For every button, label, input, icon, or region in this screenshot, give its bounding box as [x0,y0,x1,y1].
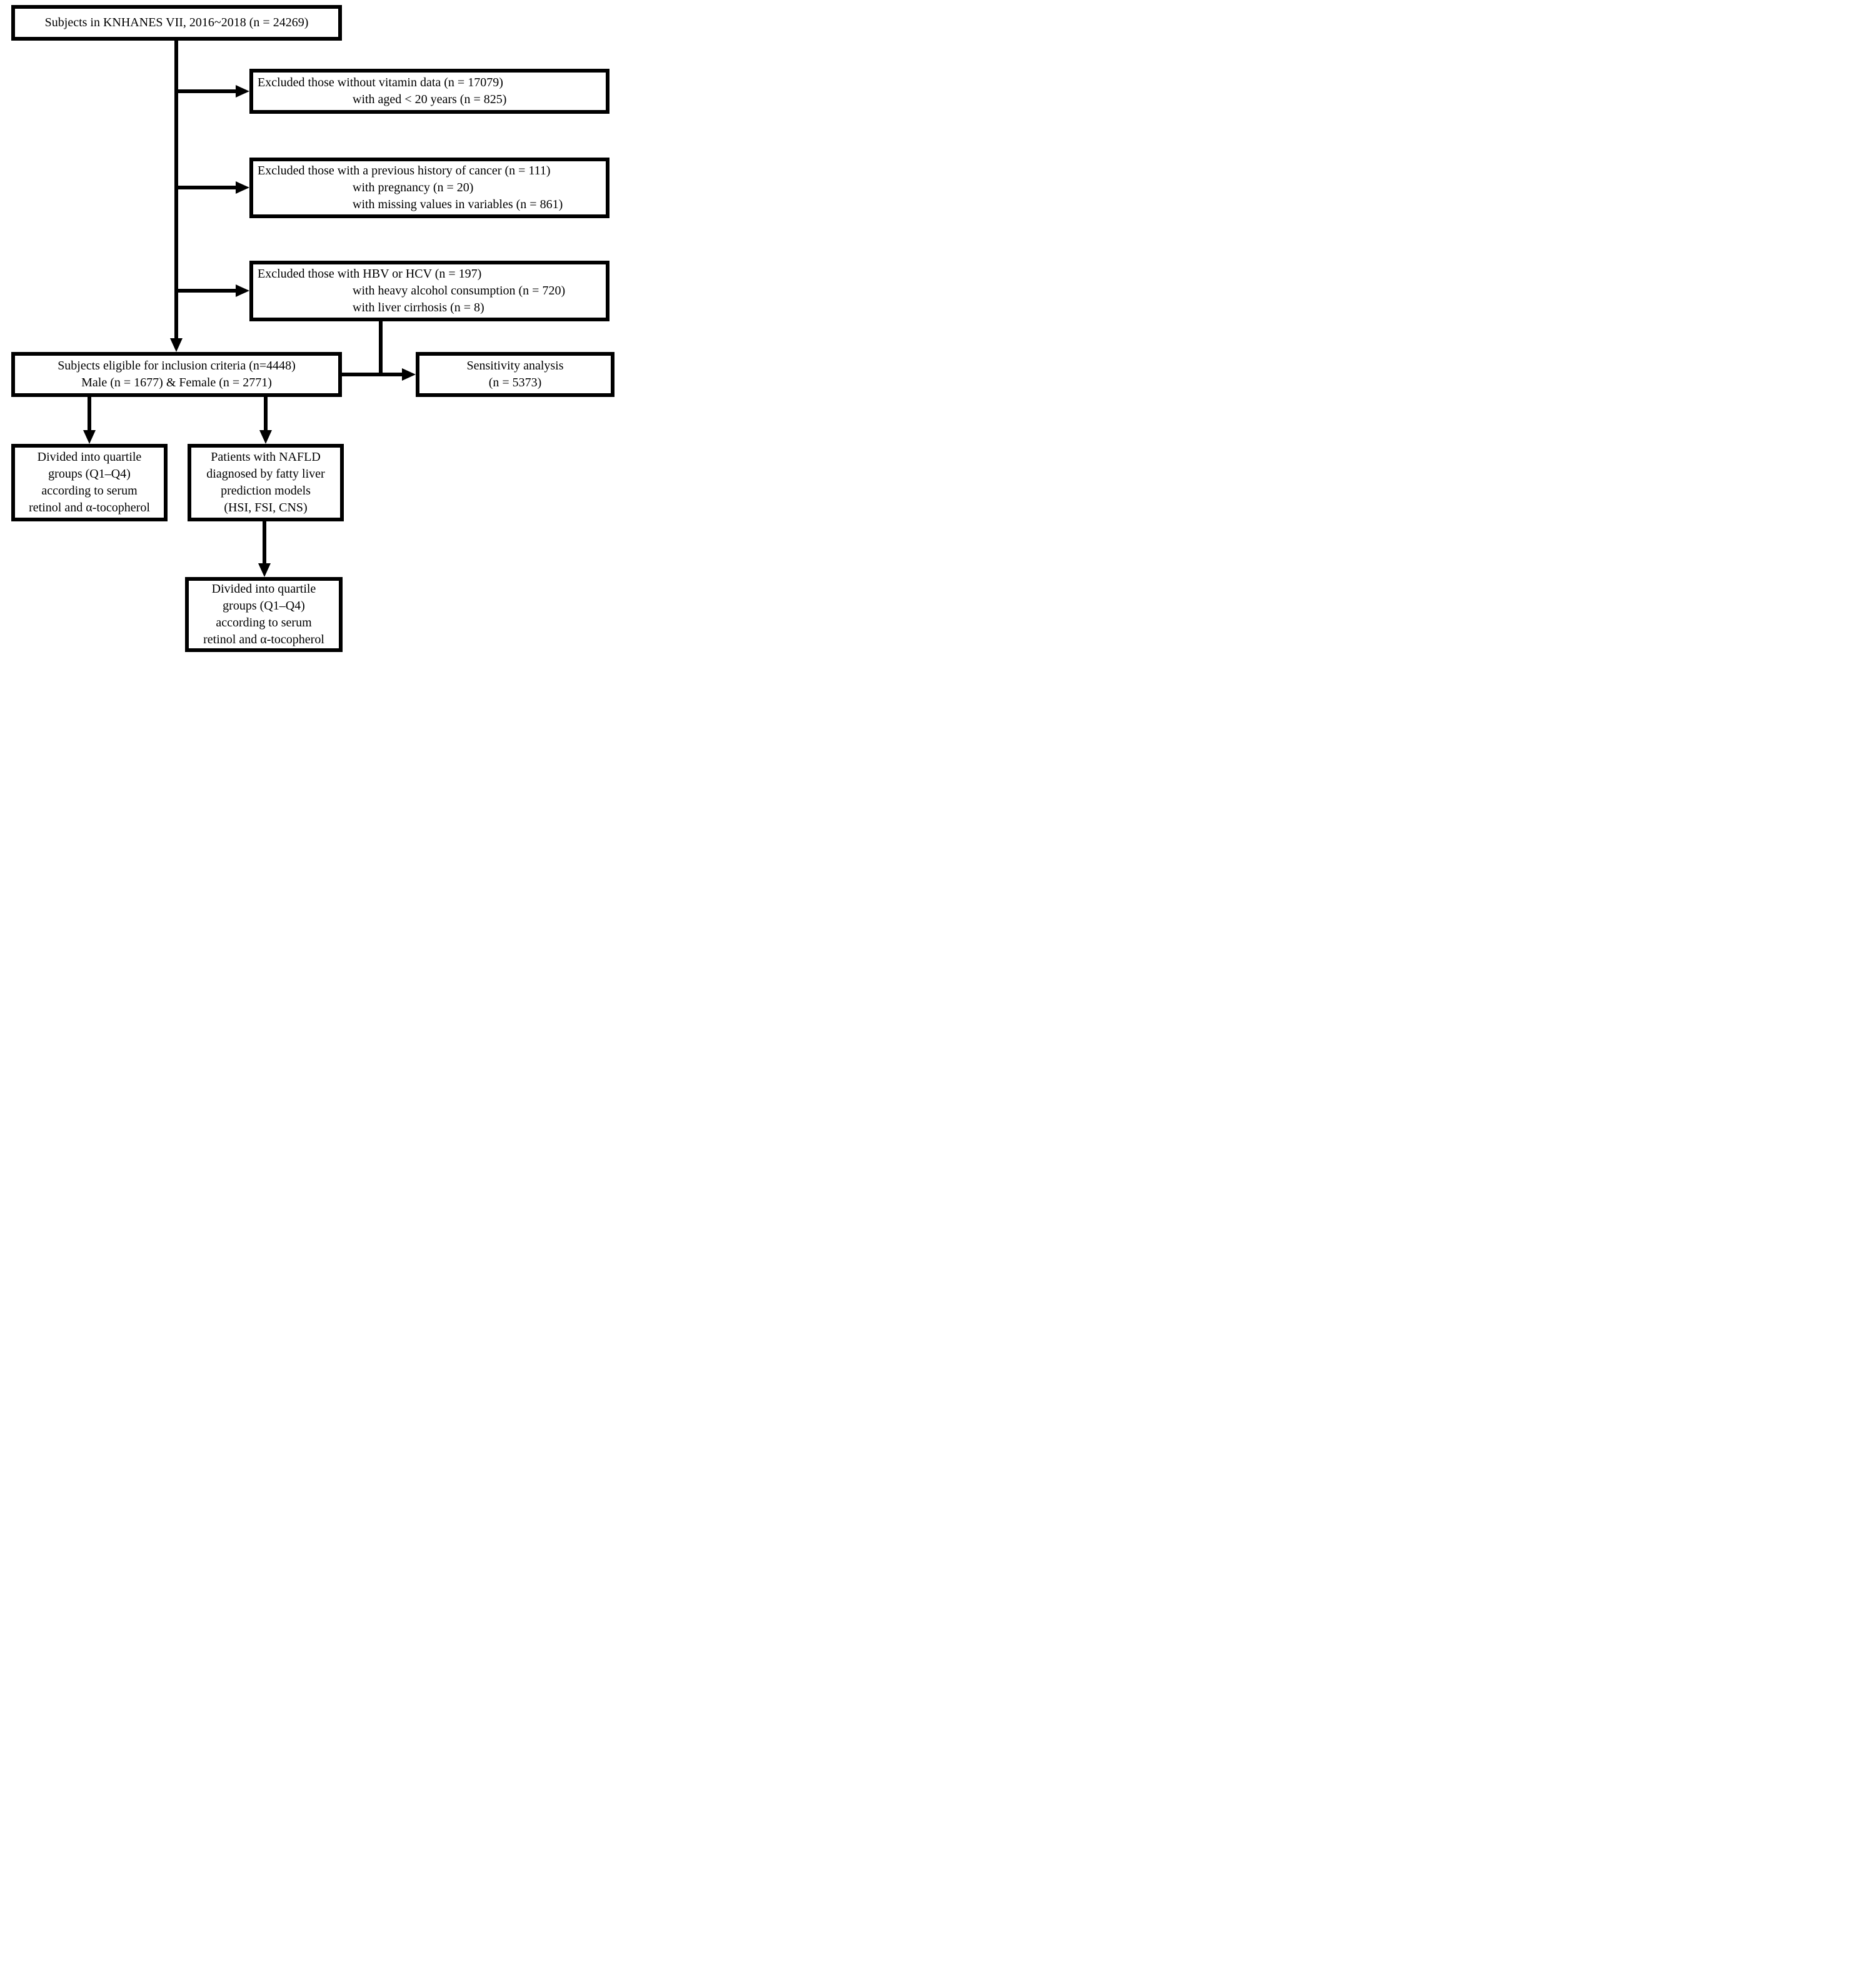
quartile-nafld-line2: groups (Q1–Q4) [223,599,305,613]
eligible-line1: Subjects eligible for inclusion criteria… [58,359,296,373]
connector-branch3-horizontal [174,289,236,293]
flowchart-canvas: Subjects in KNHANES VII, 2016~2018 (n = … [0,0,625,656]
box-subjects-knhanes-text: Subjects in KNHANES VII, 2016~2018 (n = … [44,16,309,29]
eligible-line2: Male (n = 1677) & Female (n = 2771) [81,376,272,389]
quartile-all-line4: retinol and α-tocopherol [29,501,150,515]
box-eligible-subjects: Subjects eligible for inclusion criteria… [11,352,342,397]
arrowhead-into-quartile-nafld [258,563,271,577]
exclusion2-line1: Excluded those with a previous history o… [258,164,551,178]
nafld-line4: (HSI, FSI, CNS) [224,501,308,515]
box-subjects-knhanes: Subjects in KNHANES VII, 2016~2018 (n = … [11,5,342,41]
box-quartile-groups-all: Divided into quartile groups (Q1–Q4) acc… [11,444,168,521]
exclusion2-line2: with pregnancy (n = 20) [353,181,474,194]
connector-branch1-horizontal [174,89,236,93]
connector-branch2-horizontal [174,186,236,189]
arrowhead-into-quartile-all [83,430,96,444]
nafld-line2: diagnosed by fatty liver [206,467,325,481]
box-excluded-cancer-pregnancy-missing: Excluded those with a previous history o… [249,158,609,218]
exclusion2-line3: with missing values in variables (n = 86… [353,198,563,211]
quartile-all-line1: Divided into quartile [37,450,142,464]
sensitivity-line2: (n = 5373) [488,376,542,389]
sensitivity-line1: Sensitivity analysis [466,359,564,373]
quartile-nafld-line3: according to serum [216,616,312,630]
connector-trunk-vertical [174,41,178,341]
exclusion1-line1: Excluded those without vitamin data (n =… [258,76,503,89]
box-nafld-patients: Patients with NAFLD diagnosed by fatty l… [188,444,344,521]
arrowhead-into-exclusion1 [236,85,249,98]
connector-nafld-to-quartile-nafld [263,521,266,566]
connector-eligible-to-quartile-all [88,397,91,433]
quartile-all-line3: according to serum [41,484,138,498]
arrowhead-into-sensitivity [402,368,416,381]
quartile-all-line2: groups (Q1–Q4) [48,467,131,481]
quartile-nafld-line1: Divided into quartile [211,582,316,596]
connector-exclusion3-to-sensitivity [379,321,383,376]
exclusion3-line3: with liver cirrhosis (n = 8) [353,301,484,314]
box-quartile-groups-nafld: Divided into quartile groups (Q1–Q4) acc… [185,577,343,652]
exclusion3-line1: Excluded those with HBV or HCV (n = 197) [258,267,482,281]
arrowhead-into-eligible [170,338,183,352]
nafld-line3: prediction models [221,484,311,498]
arrowhead-into-nafld [259,430,272,444]
box-excluded-vitamin-age: Excluded those without vitamin data (n =… [249,69,609,114]
connector-eligible-to-nafld [264,397,268,433]
connector-eligible-to-sensitivity [342,373,402,376]
exclusion1-line2: with aged < 20 years (n = 825) [353,93,507,106]
quartile-nafld-line4: retinol and α-tocopherol [203,633,324,646]
box-excluded-hbv-alcohol-cirrhosis: Excluded those with HBV or HCV (n = 197)… [249,261,609,321]
arrowhead-into-exclusion3 [236,284,249,297]
exclusion3-line2: with heavy alcohol consumption (n = 720) [353,284,566,298]
arrowhead-into-exclusion2 [236,181,249,194]
box-sensitivity-analysis: Sensitivity analysis (n = 5373) [416,352,614,397]
nafld-line1: Patients with NAFLD [211,450,321,464]
